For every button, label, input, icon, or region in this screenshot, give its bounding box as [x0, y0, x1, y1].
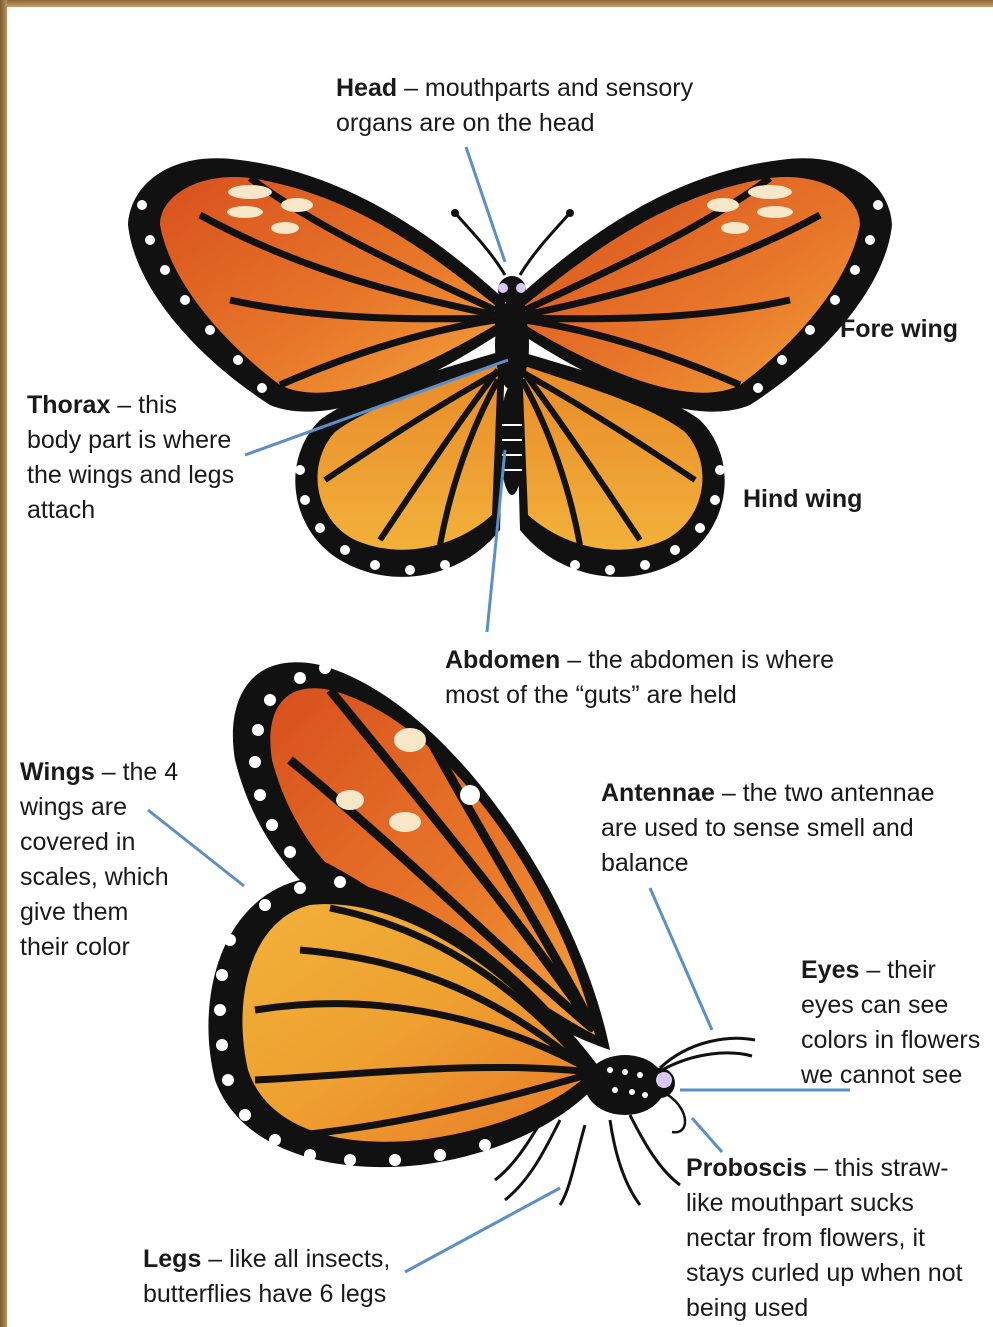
label-proboscis-line-5: being used: [686, 1294, 808, 1322]
label-legs-line-2: butterflies have 6 legs: [143, 1280, 386, 1308]
leader-proboscis: [692, 1118, 722, 1152]
label-legs: Legs – like all insects, butterflies hav…: [143, 1242, 390, 1312]
label-proboscis-line-2: like mouthpart sucks: [686, 1189, 914, 1217]
label-antennae-line-1: – the two antennae: [715, 779, 935, 807]
leader-legs: [405, 1188, 560, 1272]
label-head-term: Head: [336, 74, 397, 102]
label-antennae-line-2: are used to sense smell and: [601, 814, 914, 842]
label-abdomen-term: Abdomen: [445, 646, 560, 674]
label-proboscis-line-1: – this straw-: [807, 1154, 949, 1182]
label-eyes-line-4: we cannot see: [801, 1061, 962, 1089]
label-head-line-1: – mouthparts and sensory: [397, 74, 693, 102]
label-hind-wing: Hind wing: [743, 482, 862, 517]
label-wings-line-5: give them: [20, 898, 128, 926]
label-abdomen-line-1: – the abdomen is where: [560, 646, 834, 674]
label-head-line-2: organs are on the head: [336, 109, 595, 137]
label-abdomen: Abdomen – the abdomen is where most of t…: [445, 643, 834, 713]
label-wings-line-1: – the 4: [95, 758, 178, 786]
label-wings: Wings – the 4 wings are covered in scale…: [20, 755, 178, 965]
label-thorax-line-1: – this: [110, 391, 177, 419]
label-eyes-line-2: eyes can see: [801, 991, 948, 1019]
label-eyes-line-3: colors in flowers: [801, 1026, 980, 1054]
label-antennae-line-3: balance: [601, 849, 689, 877]
label-abdomen-line-2: most of the “guts” are held: [445, 681, 737, 709]
label-proboscis-term: Proboscis: [686, 1154, 807, 1182]
label-legs-line-1: – like all insects,: [201, 1245, 390, 1273]
label-wings-line-6: their color: [20, 933, 130, 961]
label-wings-line-3: covered in: [20, 828, 135, 856]
label-proboscis-line-4: stays curled up when not: [686, 1259, 963, 1287]
label-eyes: Eyes – their eyes can see colors in flow…: [801, 953, 980, 1093]
leader-head: [466, 147, 505, 262]
label-wings-term: Wings: [20, 758, 95, 786]
label-fore-wing-term: Fore wing: [840, 315, 958, 343]
label-wings-line-4: scales, which: [20, 863, 169, 891]
label-head: Head – mouthparts and sensory organs are…: [336, 71, 693, 141]
label-legs-term: Legs: [143, 1245, 201, 1273]
side-butterfly: [208, 662, 755, 1205]
label-antennae-term: Antennae: [601, 779, 715, 807]
label-thorax: Thorax – this body part is where the win…: [27, 388, 234, 528]
label-fore-wing: Fore wing: [840, 312, 958, 347]
label-proboscis-line-3: nectar from flowers, it: [686, 1224, 925, 1252]
label-eyes-term: Eyes: [801, 956, 859, 984]
label-antennae: Antennae – the two antennae are used to …: [601, 776, 935, 881]
label-eyes-line-1: – their: [859, 956, 935, 984]
label-thorax-line-2: body part is where: [27, 426, 231, 454]
label-thorax-line-4: attach: [27, 496, 95, 524]
label-thorax-line-3: the wings and legs: [27, 461, 234, 489]
leader-antennae: [650, 888, 712, 1030]
label-proboscis: Proboscis – this straw- like mouthpart s…: [686, 1151, 963, 1326]
label-hind-wing-term: Hind wing: [743, 485, 862, 513]
label-thorax-term: Thorax: [27, 391, 110, 419]
label-wings-line-2: wings are: [20, 793, 127, 821]
